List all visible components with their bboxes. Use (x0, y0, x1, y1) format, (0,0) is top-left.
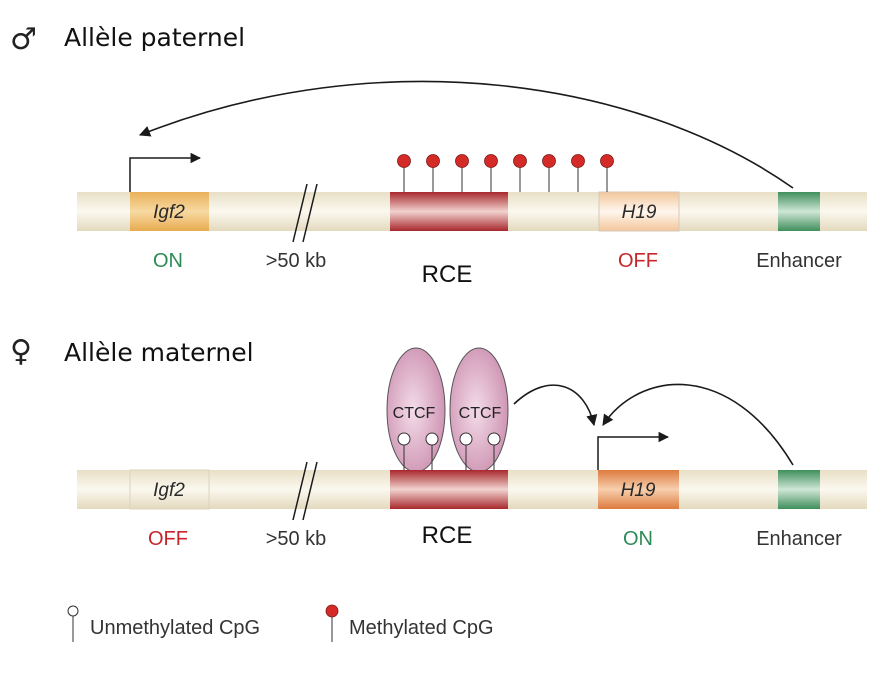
methylated-cpg (426, 154, 440, 192)
maternal-gap-break-icon (292, 461, 318, 521)
paternal-igf2-state: ON (153, 250, 183, 272)
paternal-enhancer-region (778, 192, 820, 231)
methylated-cpg-group (397, 154, 614, 192)
paternal-igf2-gene (130, 192, 209, 231)
maternal-igf2-state: OFF (148, 528, 188, 550)
unmethylated-cpg (397, 432, 411, 470)
enhancer-to-h19-arrow (602, 383, 794, 466)
unmethylated-cpg-legend-icon (67, 605, 79, 642)
paternal-gap-label: >50 kb (266, 250, 327, 272)
maternal-gap-label: >50 kb (266, 528, 327, 550)
unmethylated-cpg (425, 432, 439, 470)
methylated-cpg (484, 154, 498, 192)
paternal-h19-gene (598, 191, 680, 232)
methylated-cpg (513, 154, 527, 192)
maternal-rce-label: RCE (422, 522, 473, 549)
unmethylated-cpg-group (397, 432, 501, 470)
methylated-cpg-legend-icon (325, 604, 339, 642)
paternal-igf2-label: Igf2 (153, 202, 185, 223)
male-symbol-icon: ♂ (10, 22, 37, 57)
methylated-cpg (542, 154, 556, 192)
female-symbol-icon: ♀ (10, 334, 32, 369)
maternal-igf2-label: Igf2 (153, 480, 185, 501)
maternal-igf2-gene (129, 469, 210, 510)
maternal-h19-gene (598, 470, 679, 509)
methylated-cpg (571, 154, 585, 192)
paternal-title: Allèle paternel (64, 23, 245, 52)
methylated-cpg (455, 154, 469, 192)
paternal-rce-label: RCE (422, 261, 473, 288)
ctcf-label-2: CTCF (459, 405, 502, 422)
h19-transcription-arrow (597, 431, 670, 470)
enhancer-to-igf2-arrow (138, 80, 794, 189)
maternal-h19-state: ON (623, 528, 653, 550)
paternal-h19-state: OFF (618, 250, 658, 272)
methylated-cpg (600, 154, 614, 192)
paternal-gap-break-icon (292, 183, 318, 243)
legend-unmethylated-label: Unmethylated CpG (90, 617, 260, 639)
paternal-allele: ♂ Allèle paternel Igf2 H19 ON >50 kb RCE… (10, 22, 867, 288)
paternal-enhancer-label: Enhancer (756, 250, 842, 272)
legend-methylated-label: Methylated CpG (349, 617, 494, 639)
unmethylated-cpg (487, 432, 501, 470)
maternal-allele: ♀ Allèle maternel CTCF CTCF Igf2 H19 OFF… (10, 334, 867, 550)
paternal-rce-region (390, 192, 508, 231)
maternal-rce-region (390, 470, 508, 509)
legend: Unmethylated CpG Methylated CpG (67, 604, 494, 642)
maternal-title: Allèle maternel (64, 338, 254, 367)
maternal-h19-label: H19 (621, 480, 656, 501)
maternal-enhancer-region (778, 470, 820, 509)
unmethylated-cpg (459, 432, 473, 470)
methylated-cpg (397, 154, 411, 192)
ctcf-label-1: CTCF (393, 405, 436, 422)
paternal-h19-label: H19 (622, 202, 657, 223)
igf2-transcription-arrow (129, 152, 202, 192)
maternal-enhancer-label: Enhancer (756, 528, 842, 550)
ctcf-insulator-arrow (513, 384, 598, 427)
